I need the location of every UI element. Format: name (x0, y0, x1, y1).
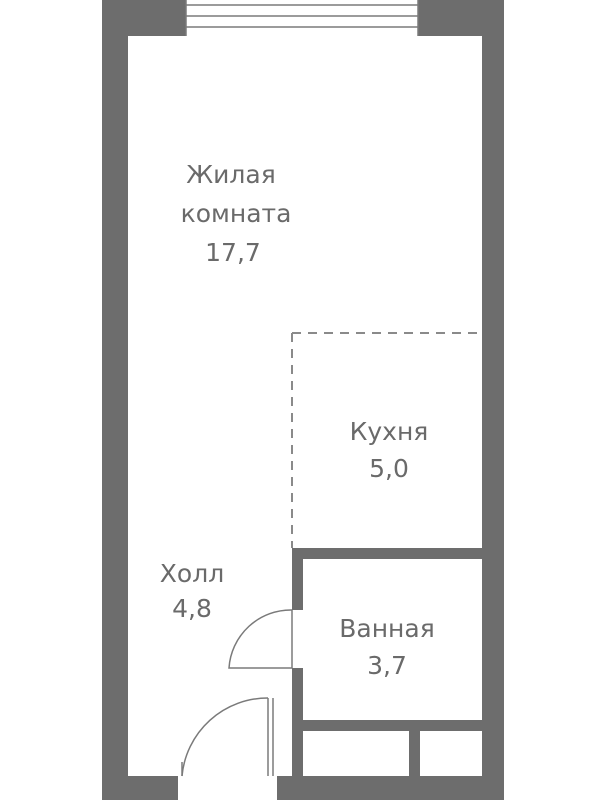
room-labels: Жилая комната 17,7 Кухня 5,0 Холл 4,8 Ва… (160, 160, 435, 680)
bathroom-door (228, 609, 293, 669)
walls (102, 0, 504, 800)
wall-shaft-divider (409, 731, 420, 776)
hall-area: 4,8 (172, 594, 212, 623)
wall-bottom-right (277, 776, 504, 800)
wall-right (482, 0, 504, 800)
living-room-name-line2: комната (181, 199, 292, 228)
kitchen-name: Кухня (350, 417, 429, 446)
hall-name: Холл (160, 559, 224, 588)
wall-bathroom-top (292, 548, 482, 559)
wall-bathroom-bottom (292, 720, 482, 731)
wall-bathroom-left-upper (292, 548, 303, 610)
kitchen-area: 5,0 (369, 454, 409, 483)
wall-bottom-left (102, 776, 178, 800)
living-room-area: 17,7 (205, 238, 261, 267)
living-room-name-line1: Жилая (186, 160, 276, 189)
bathroom-area: 3,7 (367, 651, 407, 680)
entrance-door (181, 697, 274, 777)
wall-left (102, 0, 128, 800)
window (185, 0, 419, 36)
kitchen-zone-boundary (291, 332, 482, 548)
bathroom-name: Ванная (339, 614, 435, 643)
